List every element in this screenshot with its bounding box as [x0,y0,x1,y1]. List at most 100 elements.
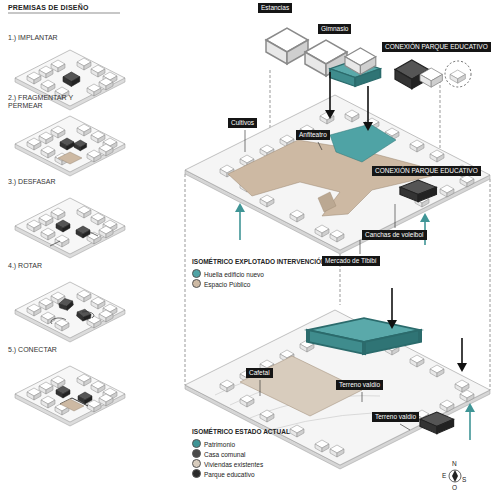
connection-dashes [185,70,490,390]
arrows-part [235,203,245,212]
connection-dashes-part [440,80,441,148]
legend-row: Casa comunal [192,449,246,459]
leader-lines-part [362,392,363,402]
plate-current-part [185,310,490,465]
leader-lines-part [395,204,396,228]
plate-intervention-part [330,124,396,162]
exploded-building-part [266,28,308,64]
plate-intervention-part [185,95,490,250]
mini-sketches-part [60,138,74,150]
compass-letter: O [452,484,457,491]
mini-sketches-part [76,226,90,238]
mini-sketches-part [15,282,125,342]
legend-heading: ISOMÉTRICO EXPLOTADO INTERVENCIÓN [192,258,326,265]
mini-sketches-part [58,152,82,164]
callout-tag: CONEXIÓN PARQUE EDUCATIVO [382,42,491,52]
compass [449,470,461,482]
mini-sketches-part [58,297,74,312]
callout-text: Mercado de Tibibí [325,257,377,264]
plate-current-part [308,318,420,354]
mini-sketches-part [63,72,80,86]
leader-lines-part [360,240,361,254]
legend-row: Parque educativo [192,469,255,479]
plate-intervention-part [228,140,432,216]
arrows-part [325,110,335,119]
legend-text: Viviendas existentes [204,461,263,468]
callout-tag: Cultivos [228,118,257,128]
legend-swatch [192,459,201,468]
compass-letter: N [452,460,457,467]
arrows-part [461,338,463,365]
exploded-building-part [445,61,471,87]
legend-text: Espacio Público [204,281,250,288]
legend-row: Espacio Público [192,279,250,289]
callout-tag: Estancias [258,3,292,13]
callout-text: Terreno valdío [375,413,416,420]
legend-swatch [192,269,201,278]
step-label: 3.) DESFASAR [8,178,55,186]
legend-text: Patrimonio [204,441,235,448]
legend-swatch [192,279,201,288]
legend-heading: ISOMÉTRICO ESTADO ACTUAL [192,428,290,435]
callout-tag: Terreno valdío [372,412,419,422]
mini-sketches-part [51,312,94,324]
compass-part [449,470,461,482]
legend-row: Patrimonio [192,439,235,449]
callout-tag: Gimnasio [318,24,351,34]
exploded-building-part [345,48,376,74]
plate-intervention-part [400,180,436,202]
diagram-title: PREMISAS DE DISEÑO [8,4,89,12]
mini-sketches-part [74,140,87,151]
callout-tag: CONEXIÓN PARQUE EDUCATIVO [372,166,481,176]
callout-text: Anfiteatro [299,131,327,138]
callout-text: Gimnasio [321,25,348,32]
callout-text: Cafetal [249,369,270,376]
legend-row: Huella edificio nuevo [192,269,264,279]
plate-intervention [185,95,490,254]
mini-sketches-part [15,366,125,426]
plate-current-part [420,412,454,434]
step-label: 2.) FRAGMENTAR Y PERMEAR [8,94,74,110]
arrows [235,72,475,440]
arrows-part [457,363,467,372]
connection-dashes-part [185,174,186,385]
arrows-part [465,403,475,412]
arrows-part [329,72,331,112]
arrows-part [363,122,373,131]
plate-intervention-part [318,192,336,212]
step-label: 4.) ROTAR [8,262,42,270]
plate-intervention-part [220,110,474,242]
mini-sketches-part [76,308,92,322]
legend-text: Casa comunal [204,451,246,458]
legend-row: Viviendas existentes [192,459,263,469]
arrows-part [387,320,397,329]
callout-tag: Mercado de Tibibí [322,256,380,266]
mini-sketches-part [56,220,70,232]
leader-lines-part [245,130,246,152]
callout-text: CONEXIÓN PARQUE EDUCATIVO [375,167,478,174]
plate-current [185,310,490,469]
exploded-building [266,28,471,89]
mini-sketches-part [56,386,70,398]
mini-sketches-part [60,399,84,411]
callout-text: Terreno valdío [339,381,380,388]
callout-text: CONEXIÓN PARQUE EDUCATIVO [385,43,488,50]
callout-tag: Terreno valdío [336,380,383,390]
step-label: 1.) IMPLANTAR [8,34,58,42]
callout-tag: Canchas de voleibol [362,230,427,240]
mini-sketches-part [15,198,125,258]
compass-letter: S [462,476,466,483]
legend-text: Parque educativo [204,471,255,478]
arrows-part [420,213,430,222]
leader-lines-part [260,380,261,396]
mini-sketches-part [15,116,125,176]
leader-lines-part [400,424,410,430]
title-rule [8,13,120,14]
arrows-part [469,410,471,440]
step-label: 5.) CONECTAR [8,346,57,354]
compass-letter: E [442,472,446,479]
callout-text: Estancias [261,4,289,11]
exploded-building-part [450,70,465,83]
